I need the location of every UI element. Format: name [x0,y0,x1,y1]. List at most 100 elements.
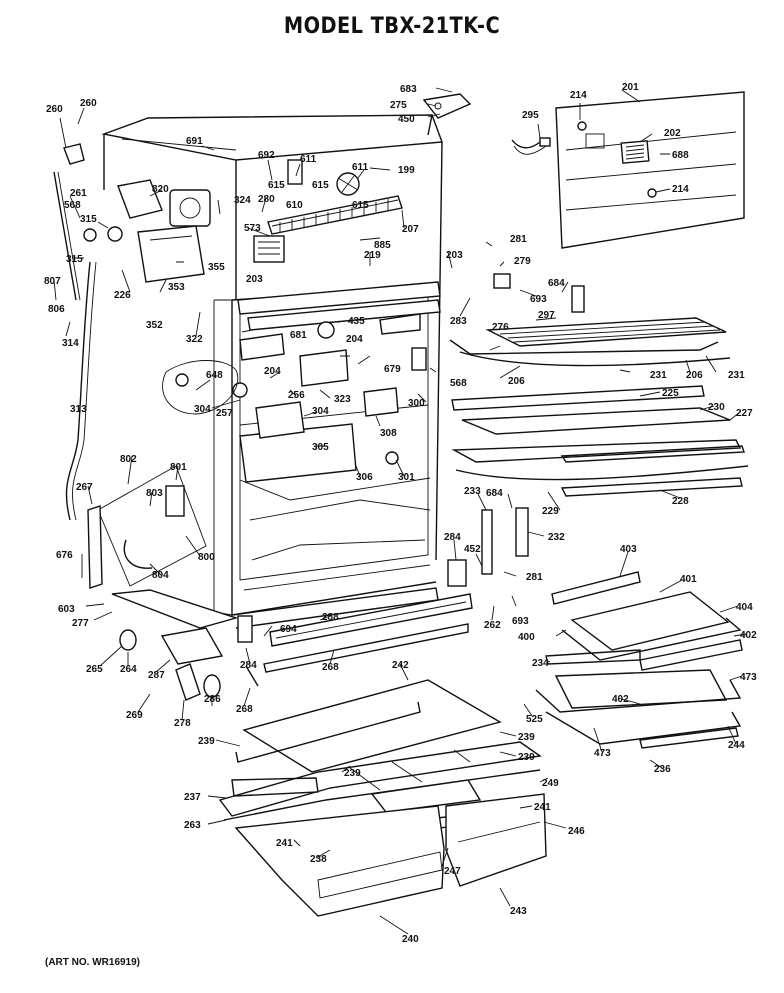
part-label: 801 [170,462,187,473]
part-label: 683 [400,84,417,95]
part-label: 278 [174,718,191,729]
bottom-hinge-parts [111,589,259,701]
part-label: 452 [464,544,481,555]
part-label: 568 [64,200,81,211]
part-label: 573 [244,223,261,234]
part-label: 676 [56,550,73,561]
part-label: 240 [402,934,419,945]
part-label: 268 [322,662,339,673]
part-label: 314 [62,338,79,349]
part-label: 693 [512,616,529,627]
wire-harness-295 [511,137,551,155]
glass-shelf-230 [451,385,749,497]
part-label: 404 [736,602,753,613]
part-label: 241 [276,838,293,849]
part-label: 323 [334,394,351,405]
part-label: 242 [392,660,409,671]
part-label: 239 [198,736,215,747]
drain-tubes [53,143,123,521]
part-label: 232 [548,532,565,543]
ice-maker-kit-outline [97,465,207,587]
part-label: 807 [44,276,61,287]
control-housing [175,313,427,483]
crisper-drawer-243 [445,793,547,887]
part-label: 260 [80,98,97,109]
part-label: 243 [510,906,527,917]
part-label: 435 [348,316,365,327]
part-label: 308 [380,428,397,439]
part-label: 615 [268,180,285,191]
part-label: 244 [728,740,745,751]
side-trim-267 [87,505,103,589]
part-label: 231 [728,370,745,381]
part-label: 265 [86,664,103,675]
part-label: 615 [352,200,369,211]
part-label: 257 [216,408,233,419]
part-label: 236 [654,764,671,775]
part-label: 268 [236,704,253,715]
part-label: 803 [146,488,163,499]
part-label: 229 [542,506,559,517]
part-label: 315 [66,254,83,265]
part-label: 279 [514,256,531,267]
part-label: 261 [70,188,87,199]
part-label: 615 [312,180,329,191]
refrigerator-cabinet [101,114,443,629]
part-label: 256 [288,390,305,401]
part-label: 300 [408,398,425,409]
part-label: 247 [444,866,461,877]
part-label: 226 [114,290,131,301]
evaporator-assembly-207 [253,159,403,263]
part-label: 603 [58,604,75,615]
part-label: 288 [322,612,339,623]
shelf-supports [447,273,585,587]
part-label: 227 [736,408,753,419]
part-label: 473 [594,748,611,759]
deli-shelf-401 [545,571,743,671]
part-label: 355 [208,262,225,273]
part-label: 804 [152,570,169,581]
part-label: 269 [126,710,143,721]
part-label: 694 [280,624,297,635]
part-label: 280 [258,194,275,205]
part-label: 802 [120,454,137,465]
part-label: 568 [450,378,467,389]
part-label: 284 [444,532,461,543]
part-label: 692 [258,150,275,161]
part-label: 239 [518,752,535,763]
art-number: (ART NO. WR16919) [45,957,141,968]
part-label: 214 [672,184,689,195]
part-label: 249 [542,778,559,789]
part-label: 277 [72,618,89,629]
part-label: 262 [484,620,501,631]
part-label: 295 [522,110,539,121]
part-label: 260 [46,104,63,115]
part-label: 525 [526,714,543,725]
part-label: 203 [246,274,263,285]
part-label: 304 [194,404,211,415]
part-label: 225 [662,388,679,399]
part-label: 237 [184,792,201,803]
light-assembly-outline [162,360,239,415]
part-label: 241 [534,802,551,813]
part-label: 402 [612,694,629,705]
part-label: 304 [312,406,329,417]
part-label: 402 [740,630,757,641]
crisper-cover-242 [231,679,502,797]
part-label: 267 [76,482,93,493]
top-hinge-275 [422,93,472,119]
grille-288 [263,593,473,673]
part-label: 324 [234,195,251,206]
part-label: 283 [450,316,467,327]
part-label: 684 [548,278,565,289]
part-label: 648 [206,370,223,381]
part-label: 693 [530,294,547,305]
part-label: 403 [620,544,637,555]
part-label: 230 [708,402,725,413]
part-label: 231 [650,370,667,381]
freezer-wire-shelf [449,317,731,367]
part-label: 202 [664,128,681,139]
part-label: 313 [70,404,87,415]
leader-lines [53,87,747,935]
part-label: 684 [486,488,503,499]
